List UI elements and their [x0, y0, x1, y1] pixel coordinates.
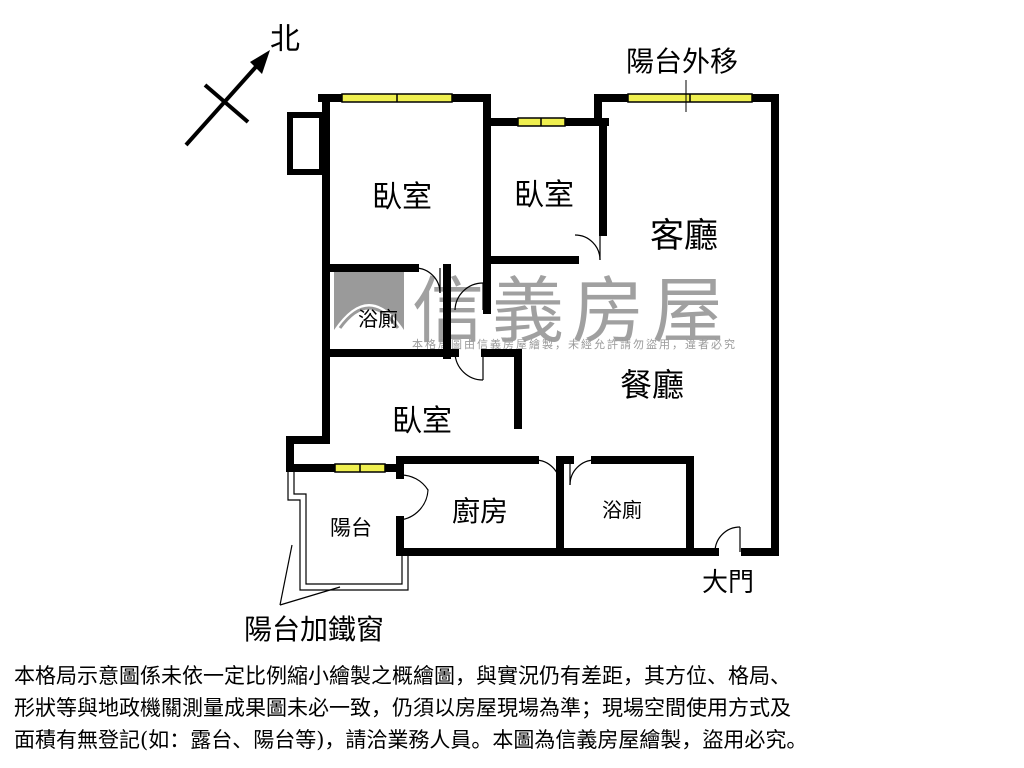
watermark-notice: 本格局圖由信義房屋繪製，未經允許請勿盜用，違者必究	[412, 338, 737, 351]
room-living: 客廳	[650, 216, 718, 256]
room-dining: 餐廳	[620, 366, 685, 404]
annotation-main-door: 大門	[702, 568, 755, 598]
room-bathroom-2: 浴廁	[602, 498, 642, 522]
disclaimer: 本格局示意圖係未依一定比例縮小繪製之概繪圖，與實況仍有差距，其方位、格局、 形狀…	[14, 660, 1014, 756]
balcony-outline	[279, 472, 409, 606]
compass-icon	[184, 50, 270, 147]
windows	[334, 93, 753, 473]
room-bedroom-3: 臥室	[392, 404, 452, 439]
annotation-balcony-iron-window: 陽台加鐵窗	[244, 613, 385, 646]
room-bedroom-2: 臥室	[514, 178, 574, 213]
disclaimer-line: 形狀等與地政機關測量成果圖未必一致，仍須以房屋現場為準；現場空間使用方式及	[14, 696, 791, 720]
room-bedroom-1: 臥室	[372, 180, 432, 215]
disclaimer-line: 本格局示意圖係未依一定比例縮小繪製之概繪圖，與實況仍有差距，其方位、格局、	[14, 664, 791, 688]
room-balcony: 陽台	[330, 516, 372, 540]
annotation-balcony-moved: 陽台外移	[626, 45, 739, 78]
watermark-brand: 信義房屋	[412, 269, 733, 353]
closet	[287, 112, 325, 175]
doors	[399, 234, 741, 553]
room-kitchen: 廚房	[452, 495, 509, 528]
compass-label: 北	[270, 22, 300, 57]
disclaimer-line: 面積有無登記(如：露台、陽台等)，請洽業務人員。本圖為信義房屋繪製，盜用必究。	[14, 728, 808, 752]
room-bathroom-1: 浴廁	[358, 307, 398, 331]
